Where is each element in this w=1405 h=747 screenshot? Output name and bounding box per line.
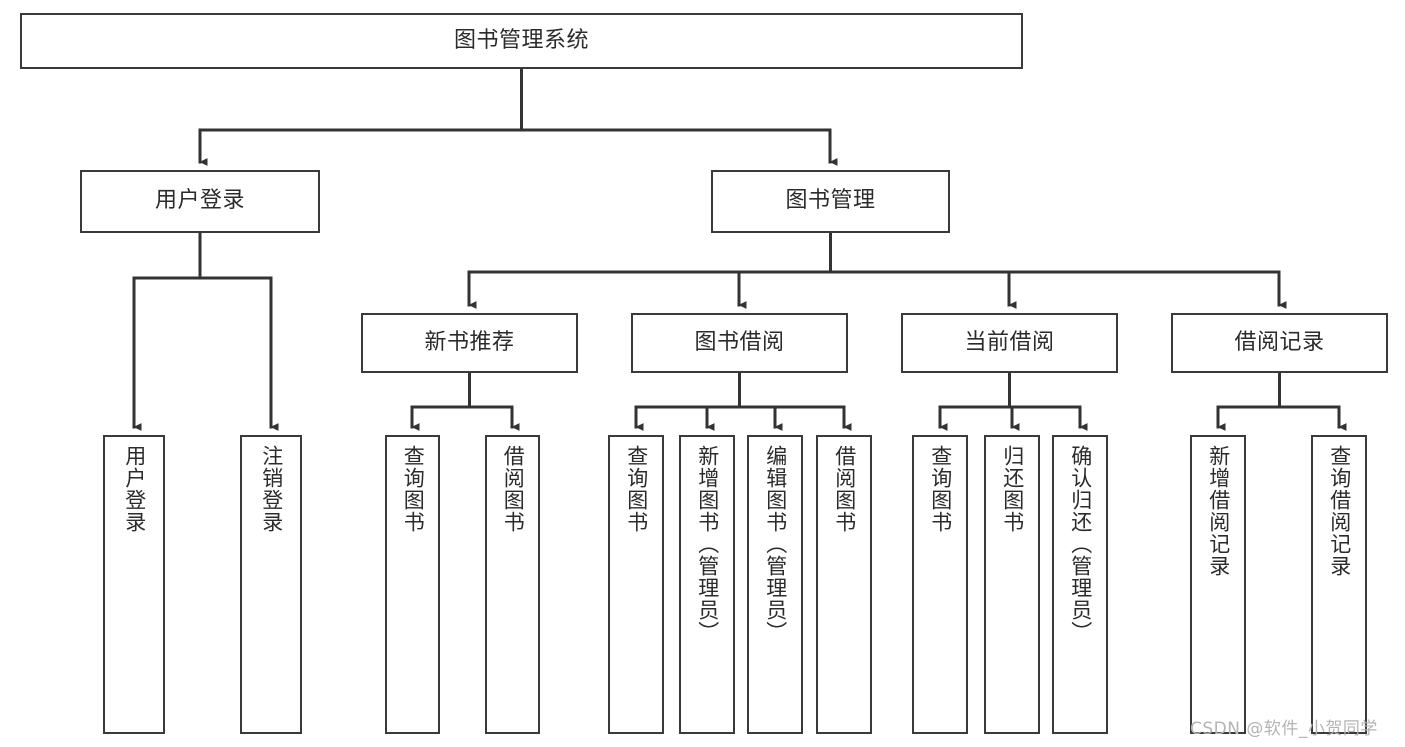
node-book-management-label: 图书管理 <box>785 188 876 214</box>
leaf-query-book-borrow[interactable]: 查询图书 <box>608 435 664 734</box>
leaf-add-borrow-record-label: 新增借阅记录 <box>1206 445 1231 577</box>
node-current-borrow[interactable]: 当前借阅 <box>901 313 1118 373</box>
node-user-login-label: 用户登录 <box>154 188 245 214</box>
node-book-borrow[interactable]: 图书借阅 <box>631 313 848 373</box>
node-book-management[interactable]: 图书管理 <box>711 170 950 233</box>
node-borrow-record[interactable]: 借阅记录 <box>1171 313 1388 373</box>
node-user-login[interactable]: 用户登录 <box>80 170 320 233</box>
leaf-add-book-admin-label: 新增图书（管理员） <box>695 445 720 643</box>
node-new-book-recommend-label: 新书推荐 <box>424 329 515 355</box>
leaf-add-borrow-record[interactable]: 新增借阅记录 <box>1190 435 1246 734</box>
leaf-query-borrow-record-label: 查询借阅记录 <box>1327 445 1352 577</box>
leaf-borrow-book-label: 借阅图书 <box>832 445 857 533</box>
leaf-return-book[interactable]: 归还图书 <box>984 435 1040 734</box>
node-root-label: 图书管理系统 <box>453 27 589 53</box>
node-root[interactable]: 图书管理系统 <box>20 13 1023 69</box>
leaf-query-book-recommend-label: 查询图书 <box>401 445 426 533</box>
leaf-user-login-label: 用户登录 <box>122 445 147 533</box>
leaf-edit-book-admin[interactable]: 编辑图书（管理员） <box>747 435 803 734</box>
leaf-logout-login[interactable]: 注销登录 <box>240 435 302 734</box>
node-new-book-recommend[interactable]: 新书推荐 <box>361 313 578 373</box>
leaf-edit-book-admin-label: 编辑图书（管理员） <box>763 445 788 643</box>
leaf-query-borrow-record[interactable]: 查询借阅记录 <box>1311 435 1367 734</box>
leaf-confirm-return-admin[interactable]: 确认归还（管理员） <box>1052 435 1108 734</box>
csdn-watermark: CSDN @软件_小贺同学 <box>1190 719 1378 739</box>
leaf-query-book-current[interactable]: 查询图书 <box>912 435 968 734</box>
leaf-return-book-label: 归还图书 <box>1000 445 1025 533</box>
leaf-add-book-admin[interactable]: 新增图书（管理员） <box>679 435 735 734</box>
leaf-confirm-return-admin-label: 确认归还（管理员） <box>1068 445 1093 643</box>
leaf-query-book-borrow-label: 查询图书 <box>624 445 649 533</box>
leaf-borrow-book-recommend[interactable]: 借阅图书 <box>485 435 540 734</box>
leaf-logout-login-label: 注销登录 <box>259 445 284 533</box>
leaf-query-book-recommend[interactable]: 查询图书 <box>385 435 440 734</box>
leaf-borrow-book-recommend-label: 借阅图书 <box>501 445 526 533</box>
leaf-user-login[interactable]: 用户登录 <box>103 435 165 734</box>
leaf-query-book-current-label: 查询图书 <box>928 445 953 533</box>
node-book-borrow-label: 图书借阅 <box>694 329 785 355</box>
node-borrow-record-label: 借阅记录 <box>1234 329 1325 355</box>
leaf-borrow-book[interactable]: 借阅图书 <box>816 435 872 734</box>
node-current-borrow-label: 当前借阅 <box>964 329 1055 355</box>
